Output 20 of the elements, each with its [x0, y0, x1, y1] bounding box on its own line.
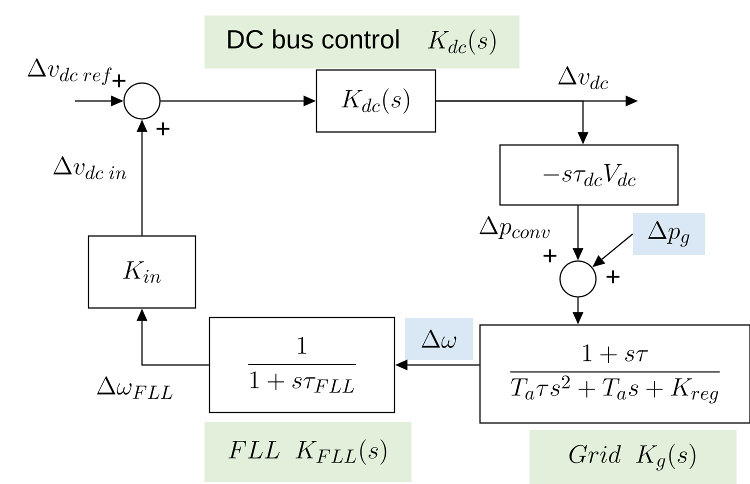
caption-band: $Grid\;\;K_g(s)$: [530, 430, 736, 484]
edge-label: $\Delta p_{conv}$: [480, 216, 550, 240]
sign-label: +: [544, 249, 556, 262]
block-box: $\frac{1+s\tau}{T_a\tau s^2+T_a s+K_{reg}}$: [479, 324, 750, 424]
block-box: $\frac{1}{1+s\tau_{FLL}}$: [208, 316, 396, 414]
sign-label: +: [606, 270, 620, 284]
block-box: $-s\tau_{dc}V_{dc}$: [499, 144, 679, 206]
summing-junction: [559, 260, 597, 298]
edge-label: $\Delta v_{dc}$: [558, 66, 608, 90]
block-box: $K_{dc}(s)$: [316, 69, 436, 133]
signal-label: $\Delta\omega$: [405, 318, 473, 360]
sign-label: +: [156, 122, 170, 136]
block-box: $K_{in}$: [88, 235, 196, 309]
sign-label: +: [112, 74, 126, 88]
caption-band: $FLL\;\;K_{FLL}(s)$: [204, 422, 412, 482]
caption-band: DC bus control $K_{dc}(s)$: [204, 16, 520, 68]
edge-label: $\Delta v_{dc\;in}$: [53, 156, 126, 180]
edge-label: $\Delta\omega_{FLL}$: [97, 376, 172, 399]
edge-label: $\Delta v_{dc\;ref}$: [28, 58, 112, 86]
signal-label: $\Delta p_g$: [633, 213, 705, 255]
